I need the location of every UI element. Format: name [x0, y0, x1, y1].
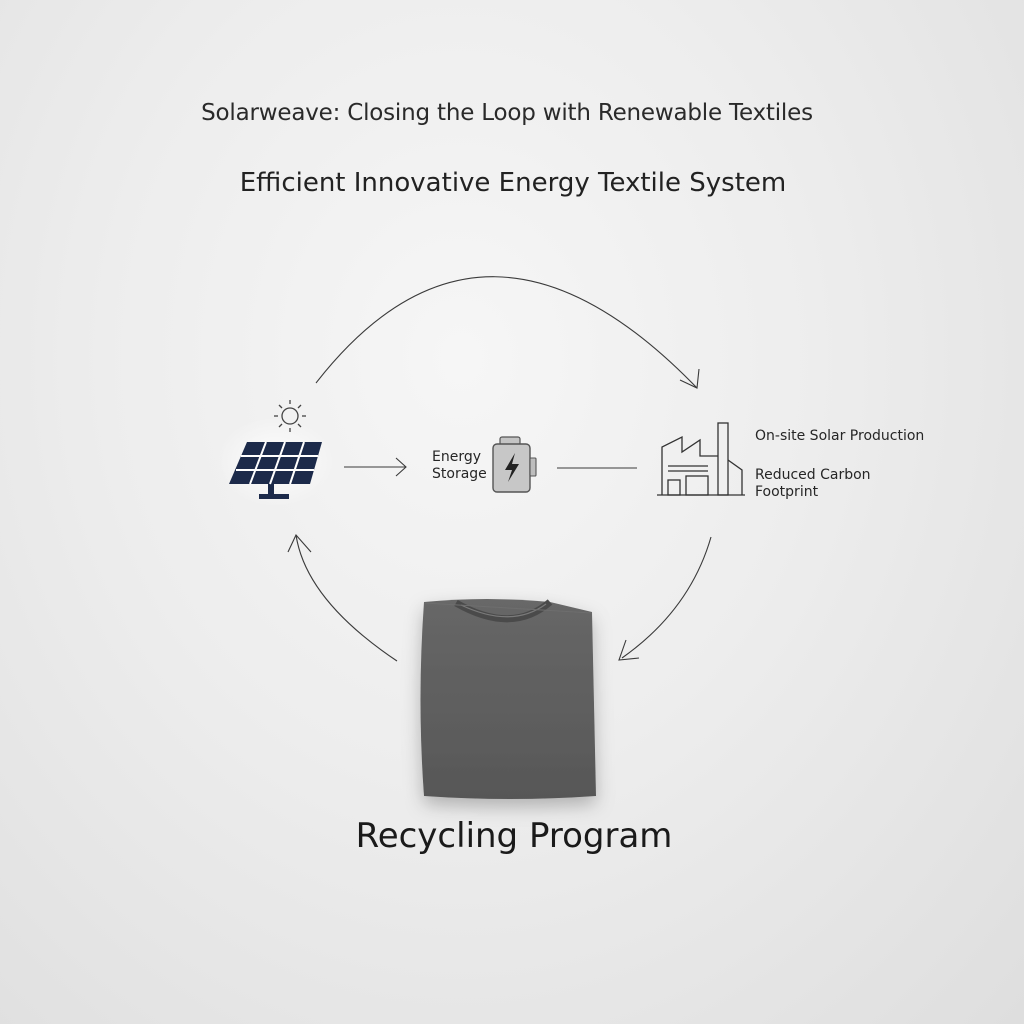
reduced-carbon-footprint-label: Reduced Carbon Footprint: [755, 467, 905, 501]
cycle-arrow-left: [288, 535, 397, 661]
cycle-arrow-top: [316, 277, 699, 388]
recycling-program-label: Recycling Program: [0, 816, 1024, 856]
cycle-arrow-right: [619, 537, 711, 660]
solar-panel-icon: [215, 417, 335, 507]
energy-storage-label: Energy Storage: [432, 449, 487, 483]
t-shirt-icon: [421, 599, 597, 799]
factory-icon: [657, 423, 745, 495]
onsite-solar-production-label: On-site Solar Production: [755, 428, 924, 445]
battery-icon: [493, 437, 536, 492]
arrow-solar-to-storage: [344, 458, 406, 476]
